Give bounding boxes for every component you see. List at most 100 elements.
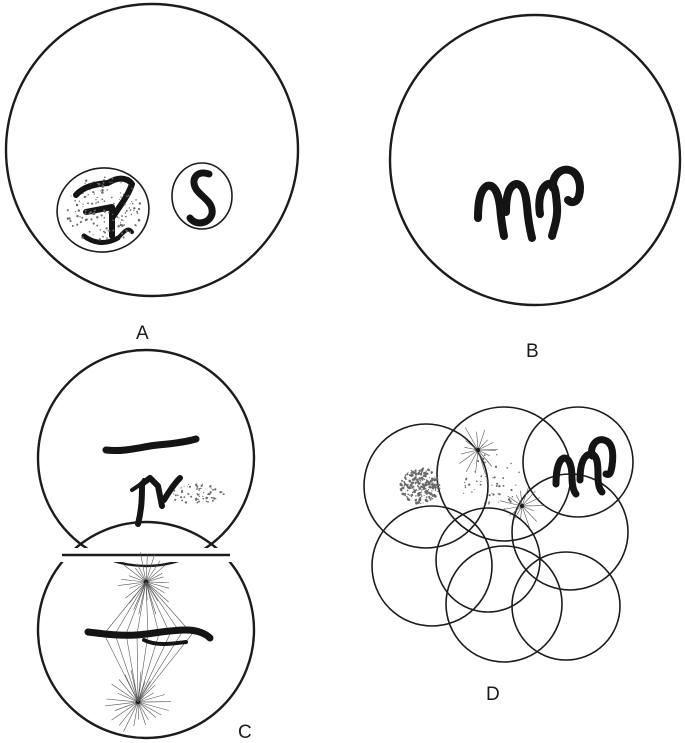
stipple-dot xyxy=(438,484,440,486)
stipple-dot xyxy=(69,217,70,218)
stipple-dot xyxy=(135,199,137,201)
stipple-dot xyxy=(430,480,433,483)
stipple-dot xyxy=(432,494,435,497)
stipple-dot xyxy=(101,191,104,194)
stipple-dot xyxy=(431,490,432,491)
stipple-dot xyxy=(100,229,102,231)
stipple-dot xyxy=(91,203,93,205)
stipple-dot xyxy=(85,180,87,182)
stipple-dot xyxy=(128,195,130,197)
stipple-dot xyxy=(173,493,174,494)
stipple-dot xyxy=(212,489,214,491)
stipple-dot xyxy=(123,237,125,239)
stipple-dot xyxy=(498,485,500,487)
stipple-dot xyxy=(407,484,408,485)
panel-a-cell xyxy=(6,4,298,296)
stipple-dot xyxy=(173,490,175,492)
panel-d-cell-6 xyxy=(512,474,628,590)
stipple-dot xyxy=(412,482,414,484)
stipple-dot xyxy=(498,502,499,503)
stipple-dot xyxy=(89,189,90,190)
stipple-dot xyxy=(187,486,188,487)
stipple-dot xyxy=(131,214,132,215)
stipple-dot xyxy=(496,454,497,455)
stipple-dot xyxy=(93,234,94,235)
stipple-dot xyxy=(80,221,82,223)
stipple-dot xyxy=(82,206,83,207)
stipple-dot xyxy=(423,502,424,503)
stipple-dot xyxy=(415,499,417,501)
stipple-dot xyxy=(85,219,87,221)
spindle-ray xyxy=(124,565,146,582)
stipple-dot xyxy=(109,182,110,183)
stipple-dot xyxy=(188,484,189,485)
stipple-dot xyxy=(132,203,134,205)
stipple-dot xyxy=(421,489,422,490)
stipple-dot xyxy=(424,479,425,480)
stipple-dot xyxy=(417,494,420,497)
stipple-dot xyxy=(101,198,103,200)
stipple-dot xyxy=(492,477,493,478)
stipple-dot xyxy=(196,498,197,499)
stipple-dot xyxy=(432,498,433,499)
stipple-dot xyxy=(510,489,512,491)
stipple-dot xyxy=(123,220,124,221)
stipple-dot xyxy=(429,497,431,499)
stipple-dot xyxy=(506,467,508,469)
stipple-dot xyxy=(418,490,419,491)
stipple-dot xyxy=(123,224,125,226)
spindle-fiber xyxy=(115,634,138,702)
stipple-dot xyxy=(94,210,96,212)
stipple-dot xyxy=(124,204,126,206)
stipple-dot xyxy=(404,477,406,479)
stipple-dot xyxy=(503,485,505,487)
stipple-dot xyxy=(485,476,486,477)
stipple-dot xyxy=(418,487,421,490)
stipple-dot xyxy=(407,472,408,473)
stipple-dot xyxy=(404,483,405,484)
stipple-dot xyxy=(199,490,200,491)
panel-c-metaphase-plate-lower xyxy=(144,640,186,644)
stipple-dot xyxy=(429,493,431,495)
stipple-dot xyxy=(407,486,409,488)
stipple-dot xyxy=(465,485,467,487)
stipple-dot xyxy=(120,196,121,197)
stipple-dot xyxy=(78,209,80,211)
stipple-dot xyxy=(420,503,421,504)
stipple-dot xyxy=(185,501,187,503)
stipple-dot xyxy=(104,217,106,219)
panel-d: D xyxy=(364,407,633,705)
stipple-dot xyxy=(89,231,91,233)
stipple-dot xyxy=(123,194,124,195)
stipple-dot xyxy=(418,499,420,501)
stipple-dot xyxy=(183,496,185,498)
centrosome xyxy=(520,504,524,508)
stipple-dot xyxy=(76,224,78,226)
stipple-dot xyxy=(415,502,418,505)
stipple-dot xyxy=(101,189,103,191)
stipple-dot xyxy=(496,485,498,487)
stipple-dot xyxy=(484,503,485,504)
stipple-dot xyxy=(415,482,417,484)
stipple-dot xyxy=(121,215,123,217)
stipple-dot xyxy=(82,204,83,205)
stipple-dot xyxy=(102,236,104,238)
stipple-dot xyxy=(421,471,422,472)
stipple-dot xyxy=(401,480,403,482)
stipple-dot xyxy=(200,488,202,490)
stipple-dot xyxy=(471,491,473,493)
stipple-dot xyxy=(221,491,222,492)
stipple-dot xyxy=(426,473,428,475)
stipple-dot xyxy=(67,217,69,219)
stipple-dot xyxy=(103,182,105,184)
stipple-dot xyxy=(117,225,119,227)
stipple-dot xyxy=(195,484,197,486)
stipple-dot xyxy=(411,475,413,477)
stipple-dot xyxy=(181,487,182,488)
stipple-dot xyxy=(426,496,428,498)
stipple-dot xyxy=(104,200,106,202)
stipple-dot xyxy=(85,210,87,212)
stipple-dot xyxy=(69,220,71,222)
stipple-dot xyxy=(405,474,407,476)
stipple-dot xyxy=(95,202,97,204)
